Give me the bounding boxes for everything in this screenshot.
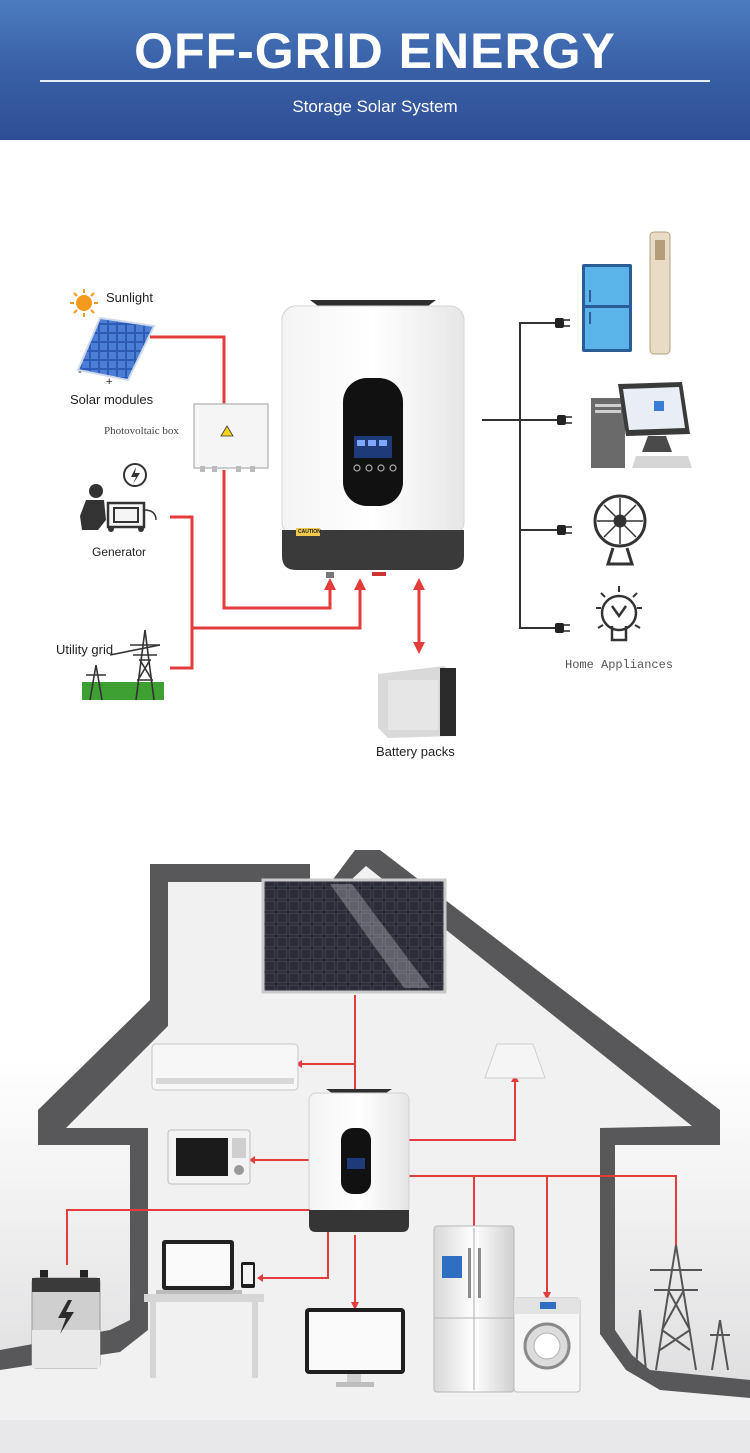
pv-box-label: Photovoltaic box (104, 425, 179, 437)
computer-icon (591, 382, 692, 468)
ac-wiring (482, 322, 562, 629)
utility-tower-icon (635, 1244, 730, 1371)
caution-sticker: CAUTION (298, 529, 321, 535)
page-title: OFF-GRID ENERGY (134, 23, 616, 79)
pv-combiner-box-icon (193, 403, 269, 472)
fan-icon (593, 494, 647, 566)
generator-label: Generator (92, 545, 147, 559)
battery-icon (31, 1270, 101, 1369)
solar-panel-icon (76, 316, 156, 382)
sun-icon (70, 289, 98, 317)
laptop-icon (156, 1240, 242, 1294)
utility-tower-icon (82, 629, 164, 701)
washing-machine-icon (513, 1297, 581, 1393)
wire-arrowheads (324, 578, 425, 654)
home-appliances-label: Home Appliances (565, 658, 674, 672)
phone-icon (241, 1262, 255, 1288)
generator-icon (80, 463, 157, 532)
air-conditioner-icon (151, 1043, 299, 1091)
house-wiring (66, 995, 677, 1308)
refrigerator-icon (433, 1225, 515, 1393)
inverter-icon (281, 300, 465, 578)
dc-wiring (150, 335, 362, 670)
utility-grid-label: Utility grid (56, 642, 114, 657)
floor (0, 1420, 750, 1453)
header-divider (40, 80, 710, 82)
plug-icon (555, 318, 572, 633)
inverter-icon (308, 1089, 410, 1232)
lamp-icon (484, 1043, 546, 1079)
refrigerator-icon (582, 264, 632, 352)
monitor-icon (305, 1308, 405, 1387)
microwave-icon (167, 1129, 251, 1185)
panel-plus-label: + (106, 376, 113, 388)
battery-packs-label: Battery packs (376, 744, 455, 759)
desk (144, 1294, 264, 1378)
solar-modules-label: Solar modules (70, 392, 154, 407)
sunlight-label: Sunlight (106, 290, 153, 305)
page-subtitle: Storage Solar System (292, 97, 458, 116)
panel-minus-label: - (78, 366, 82, 378)
solar-panel-icon (261, 878, 447, 994)
light-bulb-icon (596, 586, 642, 642)
header-banner: OFF-GRID ENERGY Storage Solar System (0, 0, 750, 140)
air-tower-icon (649, 231, 671, 355)
battery-icon (378, 666, 456, 738)
